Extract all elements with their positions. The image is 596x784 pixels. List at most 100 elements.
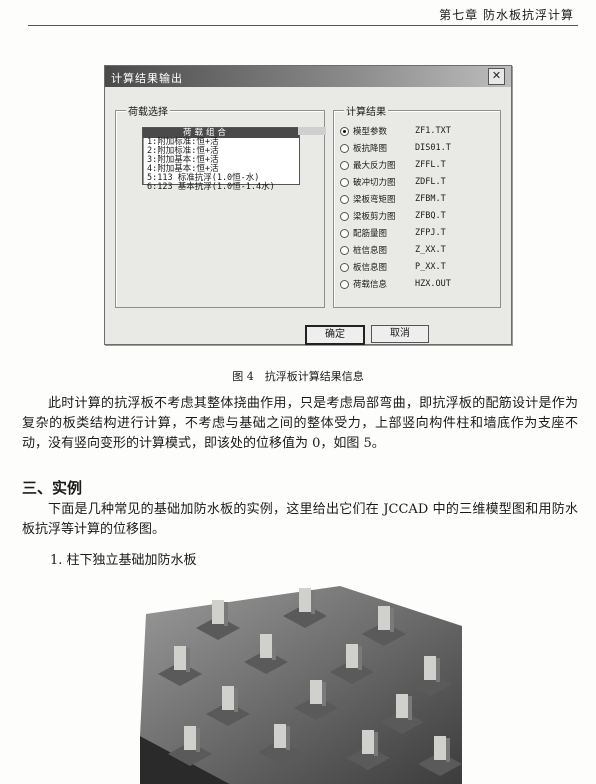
result-option-file: ZFBQ.T: [415, 211, 446, 221]
result-option[interactable]: 最大反力图 ZFFL.T: [340, 159, 446, 171]
column-pier-side: [446, 738, 450, 762]
column-pier: [396, 694, 408, 718]
result-option-file: ZDFL.T: [415, 177, 446, 187]
column-pier-side: [358, 646, 362, 670]
list-item[interactable]: 4:附加基本:恒+活: [147, 164, 219, 174]
column-pier: [274, 724, 286, 748]
dialog-title: 计算结果输出: [111, 72, 183, 85]
column-pier: [184, 726, 196, 750]
dialog-titlebar: 计算结果输出 ✕: [105, 66, 511, 87]
column-pier: [174, 646, 186, 670]
result-option-file: ZFFL.T: [415, 160, 446, 170]
load-group-title: 荷载选择: [126, 103, 170, 118]
column-pier: [362, 730, 374, 754]
header-rule: [28, 25, 578, 26]
column-pier-side: [196, 728, 200, 752]
result-option-label: 桩信息图: [353, 246, 388, 256]
list-item[interactable]: 3:附加基本:恒+活: [147, 155, 219, 165]
result-option-file: ZFPJ.T: [415, 228, 446, 238]
column-pier-side: [234, 688, 238, 712]
footing-base: [294, 696, 338, 720]
result-option-label: 板信息图: [353, 263, 388, 273]
footing-base: [244, 650, 288, 674]
column-pier: [346, 644, 358, 668]
list-item[interactable]: 5:113 标准抗浮(1.0恒-水): [147, 173, 260, 183]
column-pier: [299, 588, 311, 612]
result-option-file: P_XX.T: [415, 262, 446, 272]
column-pier: [424, 656, 436, 680]
result-option-file: HZX.OUT: [415, 279, 451, 289]
column-pier-side: [311, 590, 315, 614]
body-paragraph: 下面是几种常见的基础加防水板的实例，这里给出它们在 JCCAD 中的三维模型图和…: [22, 502, 578, 537]
radio-button[interactable]: [340, 160, 349, 170]
column-pier-side: [390, 608, 394, 632]
footing-base: [330, 660, 374, 684]
column-pier-side: [322, 682, 326, 706]
footing-base: [158, 662, 202, 686]
result-option-label: 最大反力图: [353, 161, 396, 171]
footing-base: [206, 702, 250, 726]
radio-button[interactable]: [340, 279, 349, 289]
footing-base: [362, 622, 406, 646]
result-option-label: 板抗降图: [353, 144, 388, 154]
result-option-file: DIS01.T: [415, 143, 451, 153]
load-combination-listbox[interactable]: 荷载组合 1:附加标准:恒+活 2:附加标准:恒+活 3:附加基本:恒+活 4:…: [142, 127, 300, 192]
column-pier: [212, 600, 224, 624]
listbox-scrollbar[interactable]: [298, 127, 326, 135]
result-option[interactable]: 破冲切力图 ZDFL.T: [340, 176, 446, 188]
result-option-label: 梁板剪力图: [353, 212, 396, 222]
column-pier-side: [186, 648, 190, 672]
radio-button[interactable]: [340, 126, 349, 136]
column-pier-side: [272, 636, 276, 660]
footing-base: [168, 742, 212, 766]
listbox-header: 荷载组合: [183, 128, 230, 138]
result-option[interactable]: 板信息图 P_XX.T: [340, 261, 446, 273]
calc-result-dialog: 计算结果输出 ✕ 荷载选择 荷载组合 1:附加标准:恒+活 2:附加标准:恒+活…: [104, 65, 512, 345]
listbox-selected-row[interactable]: [143, 128, 299, 138]
list-item[interactable]: 1:附加标准:恒+活: [147, 137, 219, 147]
result-option-label: 荷载信息: [353, 280, 388, 290]
footing-base: [283, 604, 327, 628]
result-option-label: 模型参数: [353, 127, 388, 137]
page-header: 第七章 防水板抗浮计算: [0, 0, 596, 26]
section-heading: 三、实例: [22, 479, 83, 497]
result-option[interactable]: 梁板弯矩图 ZFBM.T: [340, 193, 446, 205]
column-pier: [434, 736, 446, 760]
list-item[interactable]: 6:123 基本抗浮(1.0恒-1.4水): [147, 182, 275, 192]
footing-base: [346, 746, 390, 770]
footing-base: [418, 752, 462, 776]
result-option[interactable]: 荷载信息 HZX.OUT: [340, 278, 451, 290]
radio-button[interactable]: [340, 194, 349, 204]
column-pier-side: [436, 658, 440, 682]
figure-caption: 图 4 抗浮板计算结果信息: [232, 370, 364, 383]
radio-button[interactable]: [340, 228, 349, 238]
result-option[interactable]: 梁板剪力图 ZFBQ.T: [340, 210, 446, 222]
result-option-label: 梁板弯矩图: [353, 195, 396, 205]
body-paragraph: 此时计算的抗浮板不考虑其整体挠曲作用，只是考虑局部弯曲，即抗浮板的配筋设计是作为…: [22, 396, 578, 451]
radio-button[interactable]: [340, 245, 349, 255]
column-pier-side: [374, 732, 378, 756]
column-pier: [378, 606, 390, 630]
result-option-file: ZF1.TXT: [415, 126, 451, 136]
result-option[interactable]: 模型参数 ZF1.TXT: [340, 125, 451, 137]
close-icon[interactable]: ✕: [488, 68, 505, 85]
ok-button[interactable]: 确定: [305, 325, 365, 345]
list-item[interactable]: 2:附加标准:恒+活: [147, 146, 219, 156]
column-pier: [260, 634, 272, 658]
radio-button[interactable]: [340, 177, 349, 187]
result-option-file: ZFBM.T: [415, 194, 446, 204]
column-pier: [310, 680, 322, 704]
foundation-3d-model-figure: [140, 586, 462, 784]
radio-button[interactable]: [340, 211, 349, 221]
footing-base: [196, 616, 240, 640]
chapter-title: 第七章 防水板抗浮计算: [439, 8, 574, 22]
list-item-heading: 1. 柱下独立基础加防水板: [50, 553, 197, 568]
radio-button[interactable]: [340, 262, 349, 272]
radio-button[interactable]: [340, 143, 349, 153]
result-option-label: 破冲切力图: [353, 178, 396, 188]
result-option[interactable]: 板抗降图 DIS01.T: [340, 142, 451, 154]
cancel-button[interactable]: 取消: [371, 325, 429, 343]
